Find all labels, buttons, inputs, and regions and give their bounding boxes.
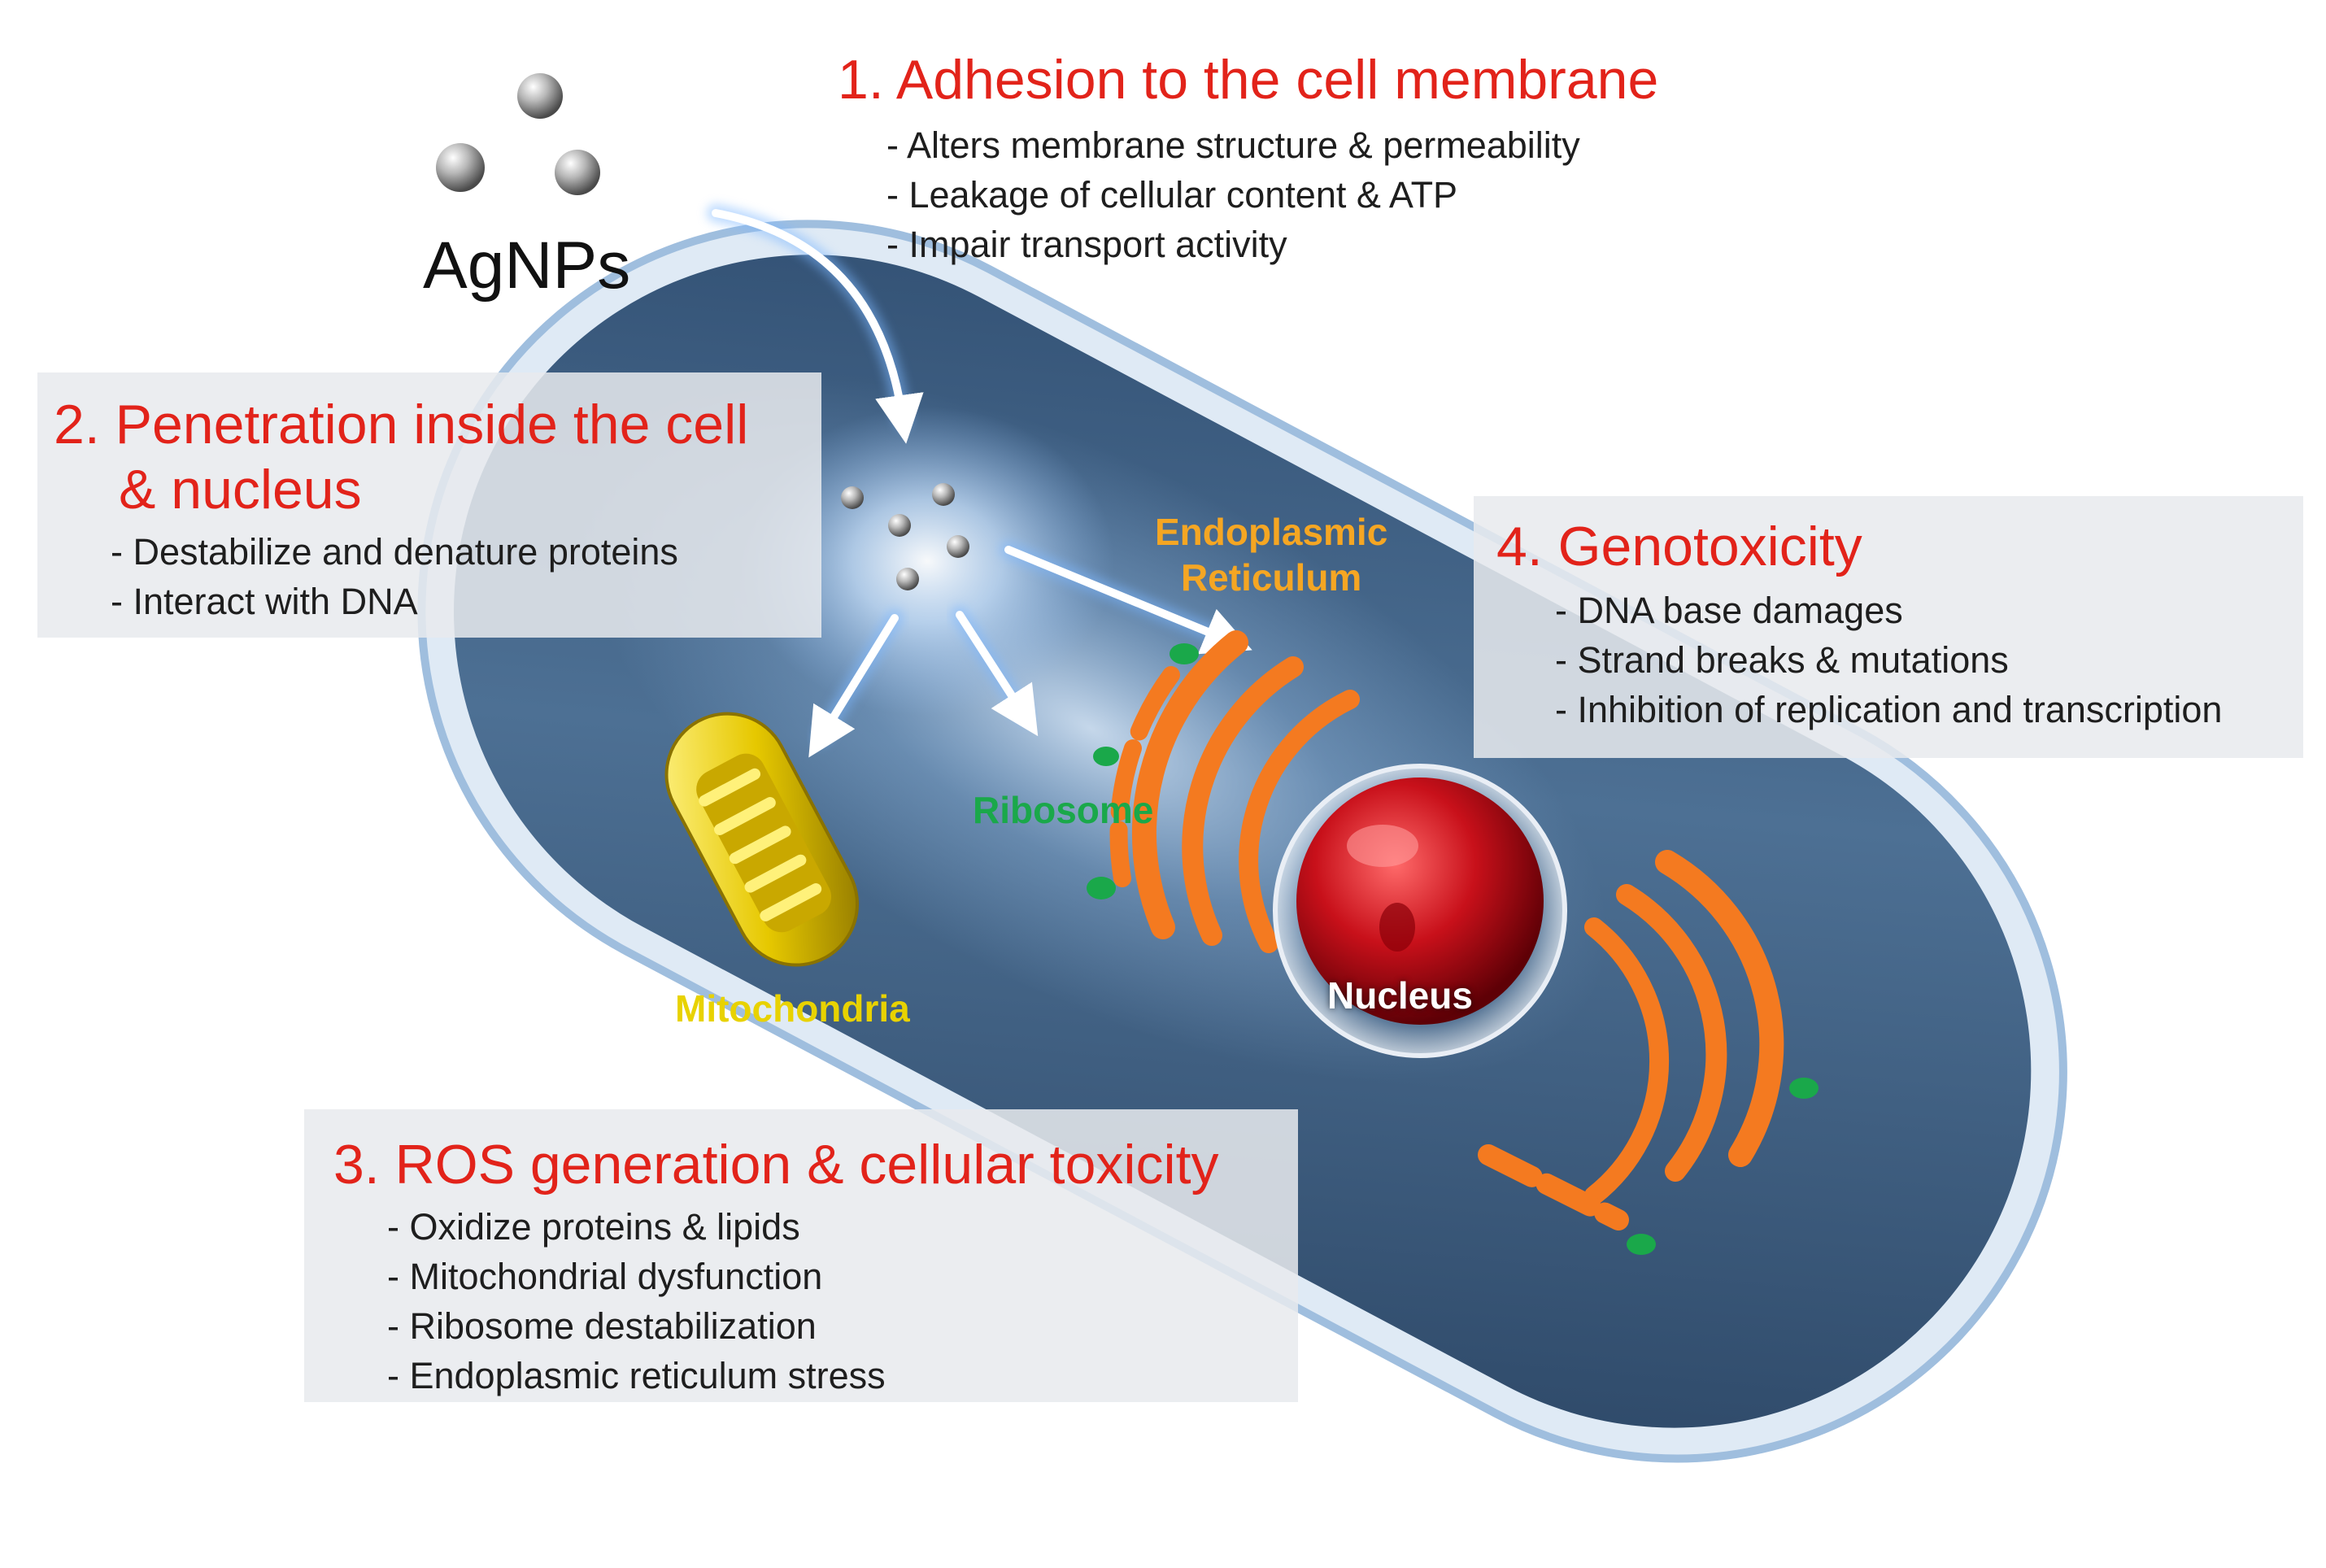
mitochondria-label: Mitochondria [675, 987, 910, 1030]
mitochondria-organelle [664, 712, 860, 967]
step-3-bullet: - Mitochondrial dysfunction [387, 1256, 823, 1298]
step-4-bullet: - DNA base damages [1555, 590, 1903, 632]
ribosomes [1087, 643, 1819, 1255]
step-4-bullets: - DNA base damages - Strand breaks & mut… [1555, 586, 2303, 734]
step-3-heading: 3. ROS generation & cellular toxicity [333, 1134, 1219, 1196]
step-2-penetration-panel: 2. Penetration inside the cell & nucleus… [37, 372, 821, 638]
step-3-ros-panel: 3. ROS generation & cellular toxicity - … [304, 1109, 1298, 1402]
step-1-bullet: - Impair transport activity [886, 224, 1287, 266]
nucleus-organelle [1273, 764, 1567, 1058]
step-2-bullet: - Interact with DNA [111, 581, 418, 623]
agnps-particles [436, 73, 600, 195]
er-label-line1: Endoplasmic [1155, 511, 1388, 553]
endoplasmic-reticulum-organelle [1109, 630, 1360, 953]
step-4-genotoxicity-panel: 4. Genotoxicity - DNA base damages - Str… [1474, 496, 2303, 758]
agnps-label: AgNPs [423, 229, 631, 303]
er-label-line2: Reticulum [1180, 556, 1362, 599]
step-2-heading-line2: & nucleus [119, 459, 362, 521]
step-3-bullet: - Endoplasmic reticulum stress [387, 1355, 886, 1397]
step-4-bullet: - Inhibition of replication and transcri… [1555, 689, 2223, 731]
nucleus-label: Nucleus [1327, 974, 1473, 1017]
step-3-bullets: - Oxidize proteins & lipids - Mitochondr… [387, 1202, 1298, 1400]
step-1-bullet: - Alters membrane structure & permeabili… [886, 124, 1580, 167]
er-label: Endoplasmic Reticulum [1155, 509, 1387, 600]
step-4-heading: 4. Genotoxicity [1496, 516, 1862, 577]
ribosome-label: Ribosome [973, 789, 1154, 831]
step-1-bullets: - Alters membrane structure & permeabili… [886, 120, 1740, 269]
step-2-bullets: - Destabilize and denature proteins - In… [111, 527, 821, 626]
internal-particles [841, 483, 969, 590]
step-1-heading: 1. Adhesion to the cell membrane [838, 49, 1659, 111]
entry-glow [740, 407, 1114, 716]
step-1-bullet: - Leakage of cellular content & ATP [886, 174, 1458, 216]
step-1-adhesion-panel: 1. Adhesion to the cell membrane - Alter… [821, 47, 1740, 267]
entry-arrows [707, 204, 1252, 758]
step-4-bullet: - Strand breaks & mutations [1555, 639, 2009, 682]
step-3-bullet: - Ribosome destabilization [387, 1305, 817, 1348]
step-3-bullet: - Oxidize proteins & lipids [387, 1206, 800, 1248]
step-2-heading-line1: 2. Penetration inside the cell [54, 394, 749, 455]
step-2-bullet: - Destabilize and denature proteins [111, 531, 678, 573]
endoplasmic-reticulum-right [1478, 850, 1784, 1230]
